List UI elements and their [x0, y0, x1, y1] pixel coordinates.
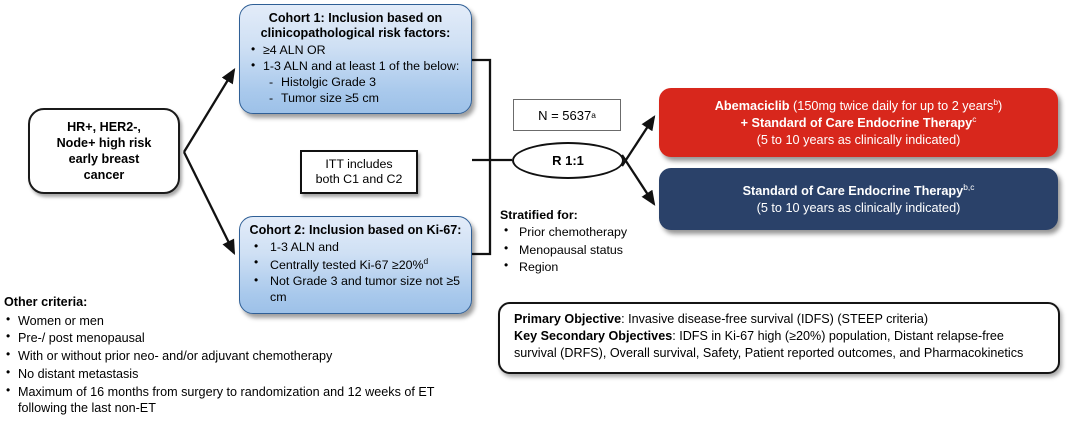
other-criteria-item: Maximum of 16 months from surgery to ran… [4, 383, 474, 417]
itt-note-text: ITT includes both C1 and C2 [316, 157, 403, 188]
treatment-arm-duration: (5 to 10 years as clinically indicated) [756, 132, 961, 147]
enrollment-count-label: N = 5637 [538, 107, 592, 123]
other-criteria-item: With or without prior neo- and/or adjuva… [4, 347, 474, 365]
cohort-1-bullet: ≥4 ALN OR [248, 42, 463, 58]
entry-line-1: HR+, HER2-, [67, 119, 141, 134]
cohort-2-bullet-list: 1-3 ALN and Centrally tested Ki-67 ≥20%d… [248, 239, 463, 305]
control-arm-superscript: b,c [963, 181, 975, 192]
itt-note-box: ITT includes both C1 and C2 [300, 150, 418, 194]
randomization-label: R 1:1 [552, 153, 584, 168]
secondary-objective-line: Key Secondary Objectives: IDFS in Ki-67 … [514, 328, 1046, 362]
stratification-item: Region [500, 258, 670, 275]
cohort-1-subbullet: Tumor size ≥5 cm [268, 91, 463, 106]
stratification-item: Menopausal status [500, 241, 670, 258]
itt-line-1: ITT includes [325, 156, 393, 171]
secondary-objective-text: : IDFS in Ki-67 high (≥20%) population, … [514, 328, 1024, 360]
randomization-node: R 1:1 [512, 142, 624, 179]
other-criteria-section: Other criteria: Women or men Pre-/ post … [4, 294, 474, 418]
objectives-box: Primary Objective: Invasive disease-free… [498, 302, 1060, 374]
entry-population-text: HR+, HER2-, Node+ high risk early breast… [57, 119, 152, 183]
stratification-list: Prior chemotherapy Menopausal status Reg… [500, 223, 670, 275]
treatment-drug-name: Abemaciclib [714, 98, 790, 113]
primary-objective-text: : Invasive disease-free survival (IDFS) … [621, 312, 929, 326]
edge-entry-to-cohort1 [183, 68, 236, 153]
cohort-1-title: Cohort 1: Inclusion based on clinicopath… [260, 11, 451, 41]
cohort-1-bullet-list: ≥4 ALN OR 1-3 ALN and at least 1 of the … [248, 42, 463, 74]
edge-r-to-treatment [621, 115, 656, 167]
itt-line-2: both C1 and C2 [315, 172, 403, 186]
control-arm-title: Standard of Care Endocrine Therapy [742, 184, 964, 199]
cohort-2-bullet: 1-3 ALN and [248, 239, 463, 255]
other-criteria-item: Pre-/ post menopausal [4, 329, 474, 347]
edge-entry-to-cohort2 [182, 151, 236, 256]
treatment-dose-superscript: b [993, 96, 998, 107]
treatment-arm-line-2: + Standard of Care Endocrine Therapyc [741, 114, 977, 132]
entry-line-2: Node+ high risk [56, 135, 152, 150]
stratification-section: Stratified for: Prior chemotherapy Menop… [500, 207, 670, 277]
control-arm-duration: (5 to 10 years as clinically indicated) [756, 200, 961, 215]
primary-objective-line: Primary Objective: Invasive disease-free… [514, 311, 1046, 328]
primary-objective-label: Primary Objective [514, 312, 622, 326]
entry-line-4: cancer [83, 168, 125, 183]
edge-r-to-control [621, 154, 656, 206]
entry-line-3: early breast [68, 152, 140, 166]
treatment-arm-box: Abemaciclib (150mg twice daily for up to… [659, 88, 1058, 157]
cohort-2-box: Cohort 2: Inclusion based on Ki-67: 1-3 … [239, 216, 472, 314]
control-arm-line-1: Standard of Care Endocrine Therapyb,c [743, 182, 975, 200]
treatment-dose: (150mg twice daily for up to 2 years [793, 98, 994, 113]
treatment-plus-superscript: c [972, 114, 977, 125]
edge-cohorts-merge-bracket [472, 58, 492, 256]
other-criteria-item: Women or men [4, 312, 474, 330]
other-criteria-list: Women or men Pre-/ post menopausal With … [4, 312, 474, 417]
cohort-2-bullet-superscript: d [423, 256, 429, 267]
secondary-objective-label: Key Secondary Objectives [514, 328, 673, 343]
cohort-2-bullet-text: Centrally tested Ki-67 ≥20% [270, 258, 424, 273]
stratification-item: Prior chemotherapy [500, 223, 670, 240]
entry-population-box: HR+, HER2-, Node+ high risk early breast… [28, 108, 180, 194]
cohort-2-title: Cohort 2: Inclusion based on Ki-67: [249, 223, 462, 237]
stratification-heading: Stratified for: [500, 208, 578, 222]
control-arm-box: Standard of Care Endocrine Therapyb,c (5… [659, 168, 1058, 230]
cohort-1-bullet: 1-3 ALN and at least 1 of the below: [248, 58, 463, 74]
treatment-dose-close: ) [998, 98, 1003, 113]
cohort-2-bullet: Centrally tested Ki-67 ≥20%d [248, 255, 463, 273]
enrollment-count-superscript: a [591, 110, 596, 120]
other-criteria-item: No distant metastasis [4, 365, 474, 383]
cohort-2-bullet: Not Grade 3 and tumor size not ≥5 cm [248, 273, 463, 304]
cohort-1-subbullet: Histolgic Grade 3 [268, 75, 463, 90]
cohort-1-subbullet-list: Histolgic Grade 3 Tumor size ≥5 cm [248, 75, 463, 105]
cohort-1-box: Cohort 1: Inclusion based on clinicopath… [239, 4, 472, 114]
treatment-plus-endocrine: + Standard of Care Endocrine Therapy [740, 116, 973, 131]
treatment-arm-line-1: Abemaciclib (150mg twice daily for up to… [715, 97, 1002, 115]
other-criteria-heading: Other criteria: [4, 295, 88, 309]
